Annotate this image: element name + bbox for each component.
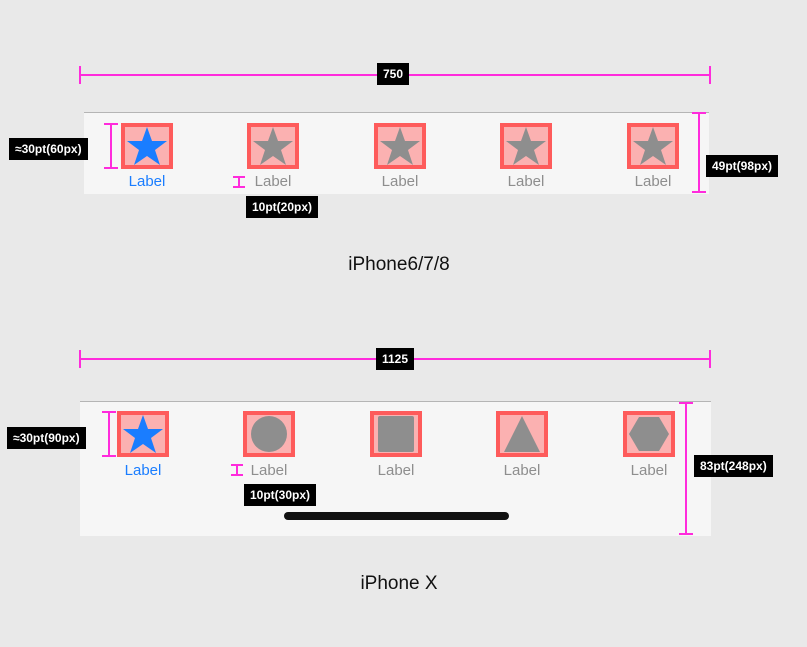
width-dimension-tick-left (79, 350, 81, 368)
gap-dimension-line (236, 464, 238, 475)
width-dimension-tick-left (79, 66, 81, 84)
icon-height-dimension-line (108, 412, 110, 456)
square-icon (378, 416, 414, 452)
tab-icon-frame (121, 123, 173, 169)
icon-height-tick-bottom (102, 455, 116, 457)
gap-label: 10pt(30px) (244, 484, 317, 506)
bar-height-tick-top (692, 112, 706, 114)
icon-height-dimension-line (110, 124, 112, 168)
tab-icon-frame (370, 411, 422, 457)
tab-icon-frame (623, 411, 675, 457)
device-caption: iPhone6/7/8 (348, 254, 450, 275)
tab-label: Label (377, 462, 415, 479)
tab-label: Label (503, 462, 541, 479)
gap-tick-top (231, 464, 243, 466)
tab-icon-frame (374, 123, 426, 169)
icon-height-tick-bottom (104, 167, 118, 169)
star-icon (253, 127, 293, 165)
bar-height-dimension-line (698, 113, 700, 193)
star-icon (380, 127, 420, 165)
gap-tick-top (233, 176, 245, 178)
tab-label: Label (254, 173, 292, 190)
tab-icon-frame (627, 123, 679, 169)
tab-label: Label (630, 462, 668, 479)
star-icon (506, 127, 546, 165)
gap-label: 10pt(20px) (246, 196, 319, 218)
width-label: 750 (377, 63, 410, 85)
icon-height-tick-top (102, 411, 116, 413)
icon-height-label: ≈30pt(60px) (9, 138, 88, 160)
bar-height-dimension-line (685, 403, 687, 535)
tab-icon-frame (500, 123, 552, 169)
bar-height-tick-bottom (692, 191, 706, 193)
star-icon (127, 127, 167, 165)
gap-dimension-line (238, 176, 240, 187)
tab-icon-frame (496, 411, 548, 457)
width-label: 1125 (376, 348, 415, 370)
bar-height-tick-bottom (679, 533, 693, 535)
tab-label: Label (128, 173, 166, 190)
home-indicator (284, 512, 509, 520)
tab-icon-frame (117, 411, 169, 457)
hexagon-icon (629, 417, 669, 451)
tab-label: Label (634, 173, 672, 190)
gap-tick-bottom (233, 186, 245, 188)
triangle-icon (504, 416, 540, 452)
width-dimension-tick-right (709, 66, 711, 84)
gap-tick-bottom (231, 474, 243, 476)
tab-label: Label (124, 462, 162, 479)
star-icon (123, 415, 163, 453)
bar-height-label: 83pt(248px) (694, 455, 773, 477)
bar-height-tick-top (679, 402, 693, 404)
star-icon (633, 127, 673, 165)
tab-icon-frame (247, 123, 299, 169)
bar-height-label: 49pt(98px) (706, 155, 779, 177)
tab-label: Label (507, 173, 545, 190)
tab-icon-frame (243, 411, 295, 457)
tab-label: Label (381, 173, 419, 190)
circle-icon (251, 416, 287, 452)
device-caption: iPhone X (360, 573, 438, 594)
width-dimension-tick-right (709, 350, 711, 368)
icon-height-label: ≈30pt(90px) (7, 427, 86, 449)
icon-height-tick-top (104, 123, 118, 125)
tab-label: Label (250, 462, 288, 479)
